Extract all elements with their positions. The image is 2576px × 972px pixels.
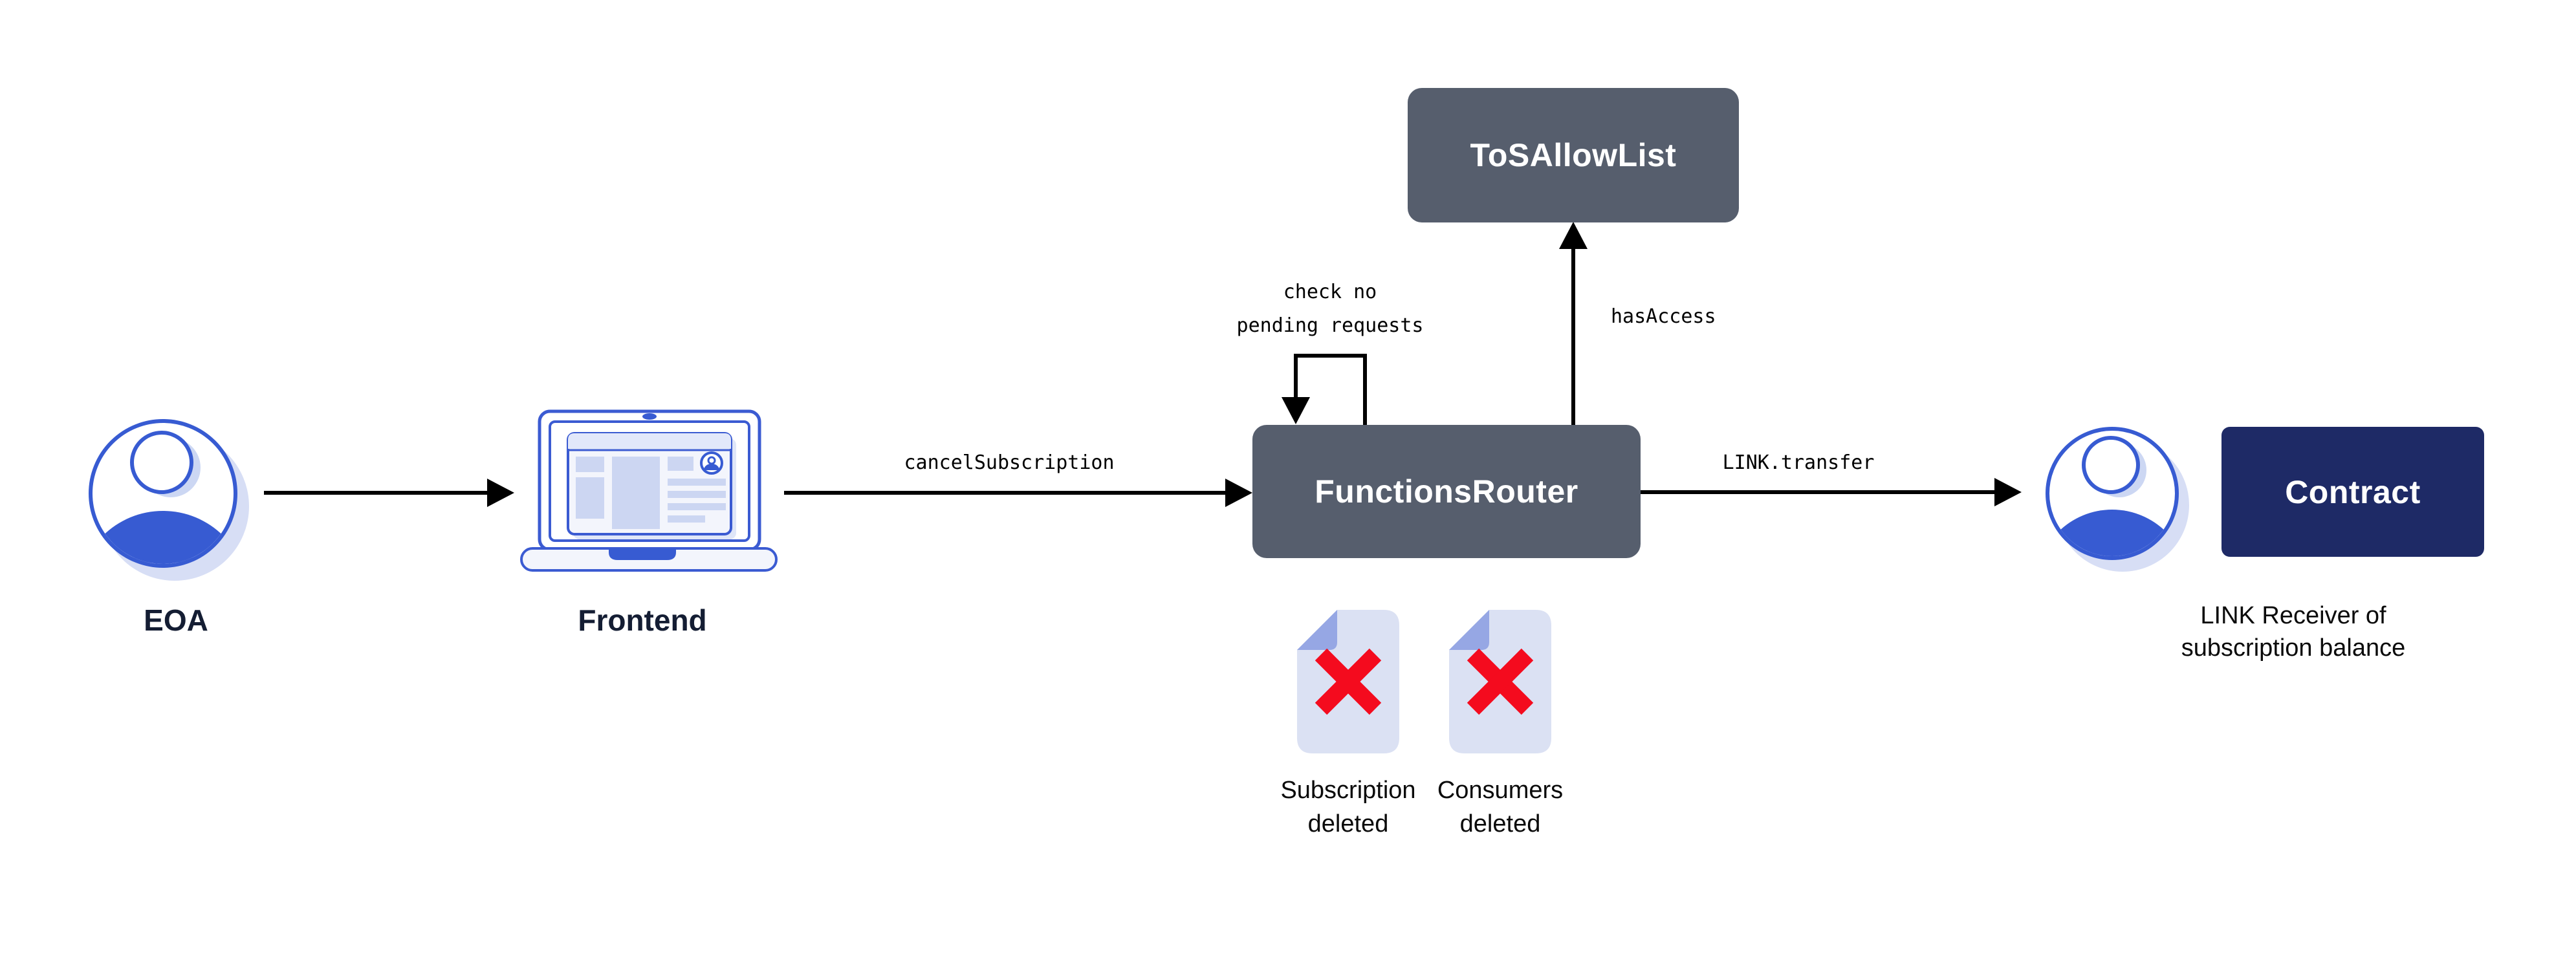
consumers-deleted-caption-line1: Consumers	[1437, 777, 1564, 804]
subscription-deleted-document-icon	[1297, 610, 1399, 753]
consumers-deleted-caption-line2: deleted	[1459, 810, 1541, 837]
link-receiver-avatar-icon	[2046, 427, 2189, 572]
edge-label-cancel-subscription: cancelSubscription	[904, 451, 1115, 474]
arrow-cancel-subscription	[784, 479, 1252, 507]
subscription-deleted-caption-line2: deleted	[1307, 810, 1389, 837]
node-functions-router-label: FunctionsRouter	[1315, 473, 1578, 510]
frontend-label: Frontend	[578, 603, 707, 637]
node-functions-router: FunctionsRouter	[1252, 425, 1641, 558]
edge-label-self-check-line2: pending requests	[1236, 314, 1424, 337]
edge-label-self-check: check no pending requests	[1237, 275, 1424, 343]
link-receiver-caption: LINK Receiver of subscription balance	[2181, 599, 2405, 664]
frontend-laptop-icon	[520, 409, 778, 572]
link-receiver-caption-line2: subscription balance	[2181, 634, 2406, 662]
edge-label-has-access: hasAccess	[1611, 305, 1716, 328]
arrow-link-transfer	[1641, 478, 2022, 506]
arrow-self-check-loop	[1282, 354, 1367, 425]
eoa-avatar-icon	[89, 419, 249, 581]
consumers-deleted-document-icon	[1449, 610, 1551, 753]
subscription-deleted-caption: Subscription deleted	[1280, 773, 1415, 841]
eoa-label: EOA	[144, 603, 208, 637]
edge-label-self-check-line1: check no	[1283, 281, 1377, 303]
consumers-deleted-caption: Consumers deleted	[1437, 773, 1563, 841]
node-contract-label: Contract	[2285, 473, 2421, 510]
arrow-eoa-to-frontend	[264, 479, 514, 507]
arrow-has-access	[1559, 222, 1588, 425]
edge-label-link-transfer: LINK.transfer	[1722, 451, 1875, 474]
node-tos-allowlist-label: ToSAllowList	[1470, 137, 1677, 173]
link-receiver-caption-line1: LINK Receiver of	[2200, 602, 2386, 629]
node-tos-allowlist: ToSAllowList	[1408, 88, 1739, 222]
node-contract: Contract	[2221, 427, 2484, 557]
subscription-deleted-caption-line1: Subscription	[1280, 777, 1416, 804]
